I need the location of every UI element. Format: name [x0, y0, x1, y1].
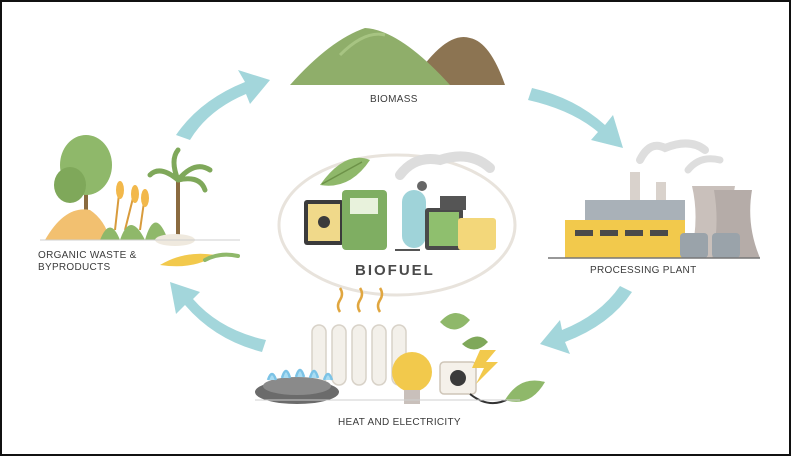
processing-plant-icon [548, 139, 760, 259]
processing-plant-label: PROCESSING PLANT [590, 265, 697, 276]
biofuel-center-icon [277, 151, 517, 297]
organic-waste-label: ORGANIC WASTE & BYPRODUCTS [38, 250, 168, 274]
biomass-label: BIOMASS [370, 94, 418, 105]
arrow-heat-to-organic [170, 282, 266, 352]
cycle-arrows [170, 70, 632, 354]
arrow-processing-to-heat [540, 286, 632, 354]
arrow-organic-to-biomass [176, 70, 270, 140]
heat-electricity-label: HEAT AND ELECTRICITY [338, 417, 461, 428]
biomass-icon [290, 28, 505, 85]
heat-electricity-icon [255, 287, 545, 405]
organic-waste-label-line2: BYPRODUCTS [38, 262, 111, 273]
biofuel-title: BIOFUEL [355, 262, 435, 279]
organic-waste-icon [40, 135, 240, 267]
arrow-biomass-to-processing [528, 88, 623, 148]
organic-waste-label-line1: ORGANIC WASTE & [38, 250, 137, 261]
